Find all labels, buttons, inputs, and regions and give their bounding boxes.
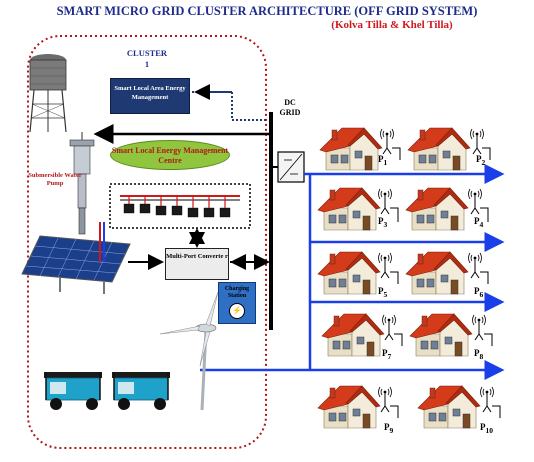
house-label-p7: P7 [382, 348, 392, 361]
cluster-label: CLUSTER 1 [112, 48, 182, 70]
antenna-p2-icon [470, 128, 484, 155]
wind-turbine-image [159, 291, 219, 411]
house-label-p6: P6 [474, 286, 484, 299]
house-label-p8: P8 [474, 348, 484, 361]
house-label-p1: P1 [378, 154, 388, 167]
house-p3-icon [317, 187, 381, 231]
submersible-pump-image [69, 132, 95, 235]
dc-grid-line1: DC [284, 98, 296, 107]
house-p7-icon [321, 313, 385, 357]
slaem-block: Smart Local Area Energy Management [110, 78, 190, 114]
dc-dc-converter-icon [277, 151, 305, 183]
pump-label: Submersible Water Pump [28, 172, 82, 187]
house-p4-icon [405, 187, 469, 231]
house-p9-icon [317, 385, 381, 429]
house-label-p3: P3 [378, 216, 388, 229]
house-p2-icon [407, 127, 471, 171]
dc-grid-label: DC GRID [270, 98, 310, 118]
water-tower-image [29, 54, 67, 133]
cluster-label-text: CLUSTER [126, 48, 168, 58]
diagram-title: SMART MICRO GRID CLUSTER ARCHITECTURE (O… [56, 4, 478, 18]
battery-bank-box [109, 183, 251, 229]
house-label-p10: P10 [480, 422, 493, 435]
house-label-p2: P2 [476, 154, 486, 167]
antenna-p7-icon [382, 314, 396, 341]
antenna-p6-icon [468, 252, 482, 279]
house-p8-icon [409, 313, 473, 357]
e-rickshaw-2-image [112, 372, 170, 410]
antenna-p9-icon [378, 386, 392, 413]
antenna-p10-icon [480, 386, 494, 413]
house-label-p4: P4 [474, 216, 484, 229]
house-p5-icon [317, 251, 381, 295]
e-rickshaw-1-image [44, 372, 102, 410]
house-p6-icon [405, 251, 469, 295]
plug-icon: ⚡ [229, 303, 245, 319]
multiport-converter-block: Multi-Port Converte r [165, 248, 229, 280]
house-label-p5: P5 [378, 286, 388, 299]
battery-bank [120, 195, 240, 218]
dc-grid-line2: GRID [279, 108, 301, 117]
cluster-number: 1 [144, 59, 150, 69]
antenna-p8-icon [472, 314, 486, 341]
house-p10-icon [417, 385, 481, 429]
slemc-ellipse: Smart Local Energy Management Centre [110, 140, 230, 170]
antenna-p3-icon [378, 188, 392, 215]
charging-station-block: Charging Station ⚡ [218, 282, 256, 324]
house-p1-icon [319, 127, 383, 171]
antenna-p4-icon [468, 188, 482, 215]
antenna-p5-icon [378, 252, 392, 279]
cluster-boundary [27, 35, 267, 449]
diagram-subtitle: (Kolva Tilla & Khel Tilla) [331, 19, 453, 31]
solar-panel-image [21, 235, 131, 294]
antenna-p1-icon [380, 128, 394, 155]
house-label-p9: P9 [384, 422, 394, 435]
charging-station-label: Charging Station [224, 286, 250, 299]
